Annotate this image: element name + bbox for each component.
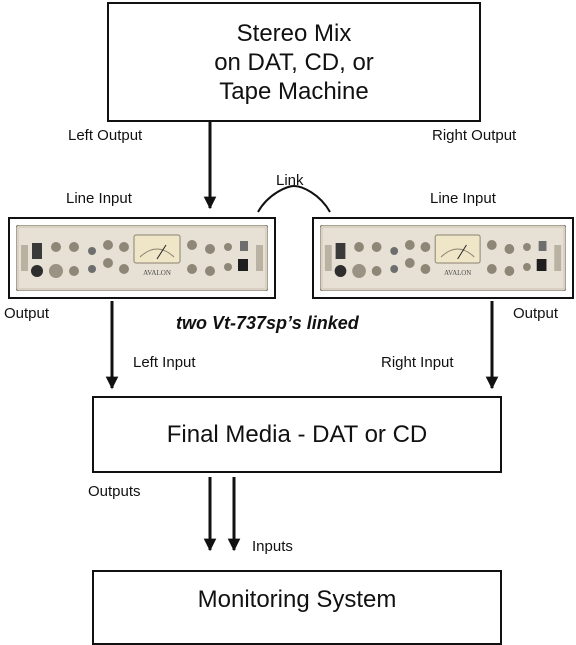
left-unit-front-panel: AVALON — [16, 225, 268, 291]
right-unit-brand: AVALON — [444, 270, 471, 277]
right-line-input-label: Line Input — [430, 190, 496, 207]
right-vt737sp-unit: AVALON — [312, 217, 574, 299]
source-box-line-3: Tape Machine — [219, 77, 369, 105]
monitoring-system-box: Monitoring System — [92, 570, 502, 645]
left-input-label: Left Input — [133, 354, 196, 371]
final-media-label: Final Media - DAT or CD — [166, 420, 428, 448]
connection-wires — [105, 122, 499, 552]
right-unit-front-panel: AVALON — [320, 225, 566, 291]
right-output-label: Right Output — [432, 127, 517, 144]
inputs-label: Inputs — [252, 538, 293, 555]
left-unit-output-label: Output — [4, 305, 50, 322]
outputs-label: Outputs — [88, 483, 141, 500]
source-box-line-1: Stereo Mix — [236, 19, 352, 47]
final-media-box: Final Media - DAT or CD — [92, 396, 502, 473]
left-output-label: Left Output — [68, 127, 143, 144]
right-input-label: Right Input — [381, 354, 454, 371]
link-label: Link — [276, 172, 304, 189]
stereo-mix-source-box: Stereo Mix on DAT, CD, or Tape Machine — [107, 2, 481, 122]
monitoring-system-label: Monitoring System — [197, 586, 397, 613]
left-vt737sp-unit: AVALON — [8, 217, 276, 299]
right-unit-output-label: Output — [513, 305, 559, 322]
left-unit-brand: AVALON — [143, 269, 171, 277]
source-box-line-2: on DAT, CD, or — [214, 48, 374, 76]
left-line-input-label: Line Input — [66, 190, 132, 207]
units-caption: two Vt-737sp’s linked — [176, 313, 359, 333]
link-arc — [257, 184, 331, 213]
